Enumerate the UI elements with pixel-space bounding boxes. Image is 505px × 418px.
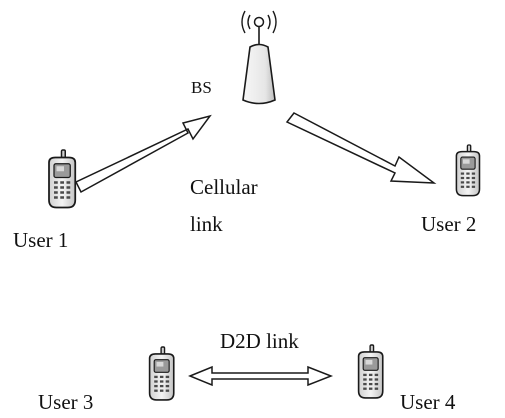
user3-label: User 3 xyxy=(38,390,93,414)
user2-label: User 2 xyxy=(421,212,476,236)
user1-label: User 1 xyxy=(13,228,68,252)
user4-label: User 4 xyxy=(400,390,456,414)
cellular-link-label-line1: Cellular xyxy=(190,175,258,199)
user4-phone-icon xyxy=(357,344,384,399)
user3-phone-icon xyxy=(148,346,175,401)
d2d-arrow xyxy=(188,365,334,387)
downlink-arrow xyxy=(285,112,437,184)
uplink-arrow xyxy=(74,114,212,194)
bs-label: BS xyxy=(191,78,212,97)
d2d-link-label: D2D link xyxy=(220,329,299,353)
user2-phone-icon xyxy=(455,144,481,197)
base-station-icon xyxy=(241,10,277,105)
cellular-link-label-line2: link xyxy=(190,212,223,236)
user1-phone-icon xyxy=(48,149,77,209)
